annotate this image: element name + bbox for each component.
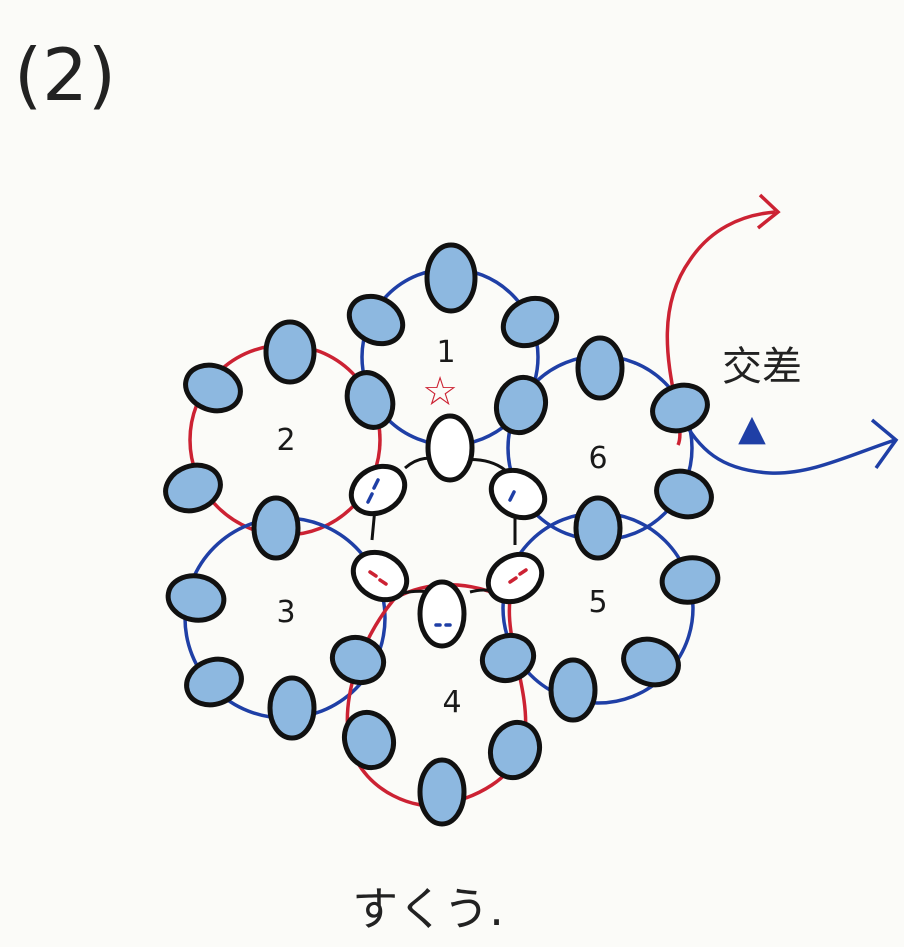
bead [654,468,714,520]
picot-beads [163,242,721,827]
bead [500,295,560,349]
ring-label: 6 [588,441,607,476]
bead [573,495,623,561]
bead [479,632,537,684]
bead [183,362,243,414]
ring-labels: 1 2 3 4 5 6 [276,335,607,720]
center-beads [348,413,548,649]
bead-dots [366,478,528,627]
ring-label: 4 [442,685,461,720]
triangle-icon: ▲ [738,408,766,449]
ring-label: 2 [276,423,295,458]
bead [493,374,549,436]
bead [329,634,387,686]
ring-label: 1 [436,335,455,370]
center-bead [488,467,548,521]
bead [163,462,223,514]
center-bead [348,463,408,517]
blue-exit-thread [678,414,896,475]
bead [267,675,317,741]
bead [165,573,227,623]
center-bead [425,413,475,483]
blue-arrow-head [870,418,899,470]
bead [251,495,301,561]
bead [659,555,721,605]
bead [548,657,598,723]
bead [184,656,244,708]
bead [621,636,681,688]
center-bead [350,549,410,603]
ring-label: 3 [276,595,295,630]
bead [417,757,467,827]
ring-label: 5 [588,585,607,620]
start-star-icon: ☆ [422,369,458,415]
pick-up-label: すくう. [352,882,504,936]
bead [263,319,317,385]
bead [650,382,710,434]
bead [575,335,625,401]
bead [346,293,406,347]
center-arcs [370,456,517,602]
exit-threads [665,193,899,475]
crossing-label: 交差 [722,344,802,390]
bead [487,719,543,781]
diagram-title: (2) [14,33,116,117]
red-arrow-head [756,193,781,230]
center-bead [417,579,467,649]
bead [341,709,397,771]
bead [344,370,396,430]
bead [424,242,478,314]
